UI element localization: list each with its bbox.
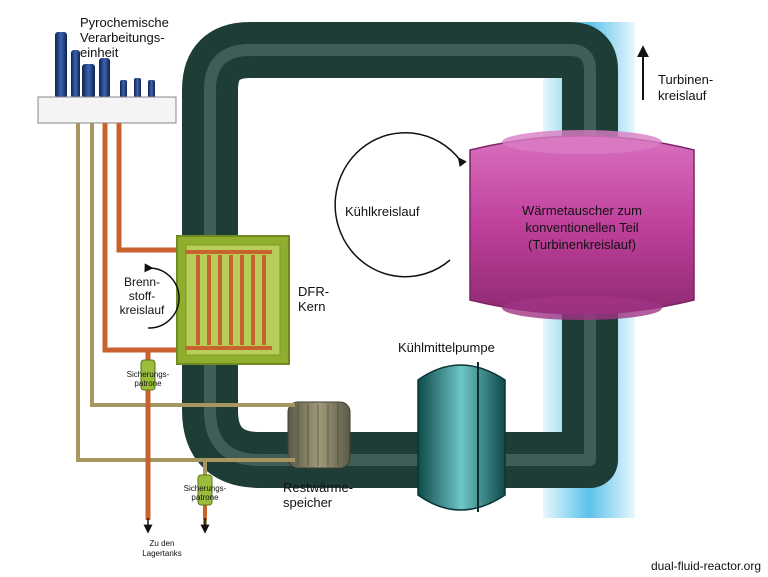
residual-heat-label-2: speicher: [283, 495, 333, 510]
fuse-upper-label-1: Sicherungs-: [127, 370, 170, 379]
fuel-cycle-arrow-icon: [144, 263, 180, 329]
heat-exchanger-bottom: [502, 296, 662, 320]
circular-arrow-icon: [334, 132, 467, 278]
cooling-cycle-label: Kühlkreislauf: [345, 204, 420, 219]
core-label-1: DFR-: [298, 284, 329, 299]
fuel-cycle-label-2: stoff-: [129, 289, 155, 303]
tanks-label-1: Zu den: [150, 539, 175, 548]
fuse-lower-label-2: patrone: [191, 493, 219, 502]
hx-label-3: (Turbinenkreislauf): [528, 237, 636, 252]
core-label-2: Kern: [298, 299, 325, 314]
tanks-label-2: Lagertanks: [142, 549, 182, 558]
fuse-lower: [197, 474, 213, 506]
turbine-label-1: Turbinen-: [658, 72, 713, 87]
fuse-lower-label-1: Sicherungs-: [184, 484, 227, 493]
turbine-label-2: kreislauf: [658, 88, 707, 103]
dfr-core-tubes: [185, 250, 272, 350]
pump-label: Kühlmittelpumpe: [398, 340, 495, 355]
coolant-loop-highlight: [204, 44, 596, 466]
residual-heat-store: [287, 401, 351, 469]
fuse-upper: [140, 359, 156, 391]
safety-pipe-inner: [90, 123, 295, 407]
fuel-cycle-label-3: kreislauf: [120, 303, 165, 317]
fuel-pipe-inner: [116, 123, 185, 253]
pyro-label-3: einheit: [80, 45, 119, 60]
source-credit: dual-fluid-reactor.org: [651, 559, 761, 573]
coolant-pump: [417, 364, 506, 511]
pyro-columns: [55, 32, 155, 98]
fuel-cycle-label-1: Brenn-: [124, 275, 160, 289]
hx-label-2: konventionellen Teil: [525, 220, 638, 235]
residual-heat-label-1: Restwärme-: [283, 480, 353, 495]
hx-label-1: Wärmetauscher zum: [522, 203, 642, 218]
safety-pipe-outer: [76, 123, 295, 462]
pyro-unit-box: [37, 96, 177, 124]
pyro-label-2: Verarbeitungs-: [80, 30, 165, 45]
heat-exchanger-top: [502, 130, 662, 154]
fuse-upper-label-2: patrone: [134, 379, 162, 388]
fuel-pipe-outer: [102, 123, 185, 353]
pyro-label-1: Pyrochemische: [80, 15, 169, 30]
residual-heat-ribs: [297, 404, 339, 466]
